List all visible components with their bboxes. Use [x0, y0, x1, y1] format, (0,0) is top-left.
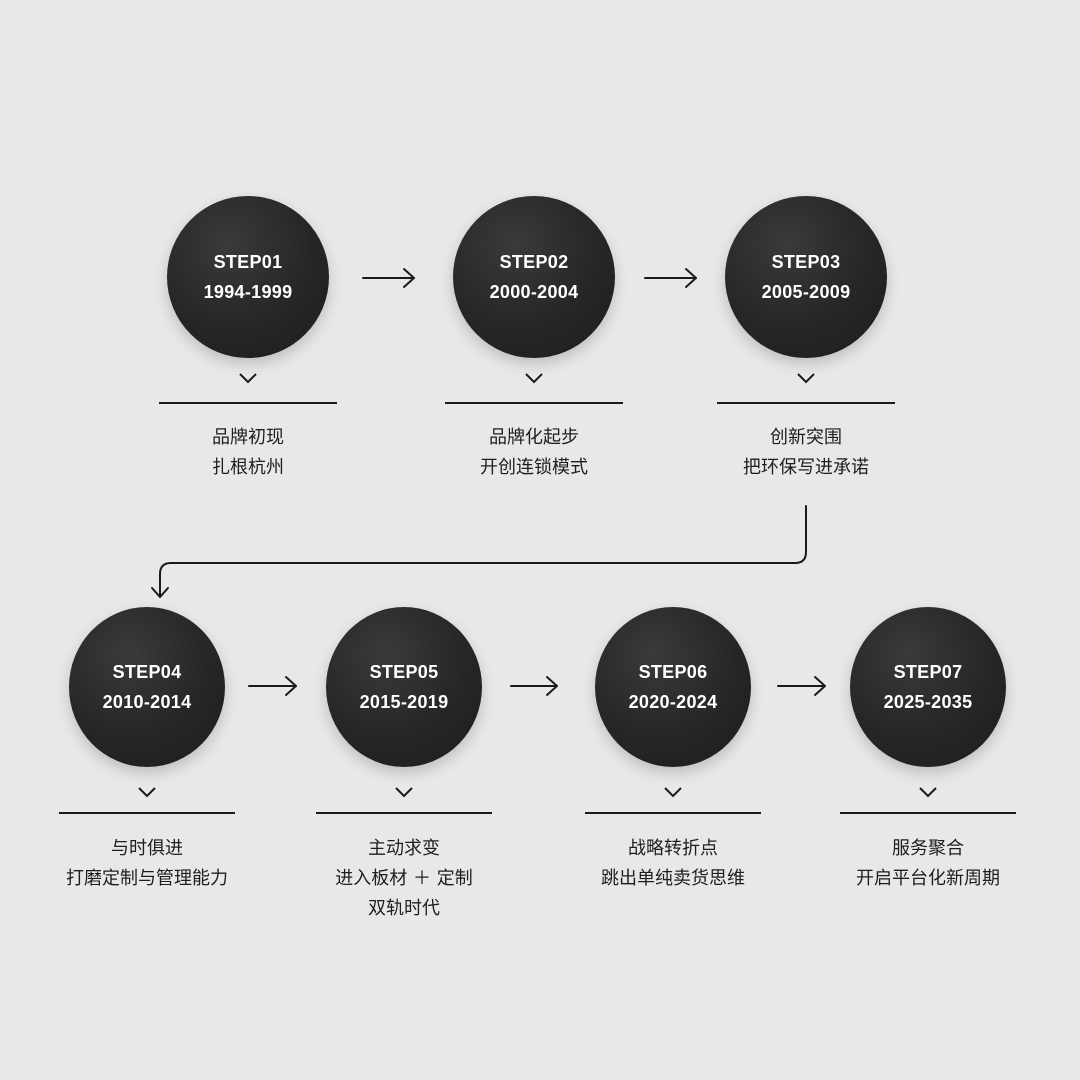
chevron-down-icon — [138, 787, 156, 798]
description-line: 开启平台化新周期 — [856, 868, 1000, 889]
description-line: 创新突围 — [770, 427, 842, 448]
step-label: STEP02 — [499, 252, 569, 272]
step-years: 2015-2019 — [359, 692, 449, 712]
step-years: 2025-2035 — [883, 692, 973, 712]
step-circle: STEP07 2025-2035 — [850, 607, 1006, 767]
step-description: 服务聚合 开启平台化新周期 — [808, 834, 1048, 894]
step-years: 2000-2004 — [489, 282, 579, 302]
step-circle: STEP04 2010-2014 — [69, 607, 225, 767]
step-circle: STEP05 2015-2019 — [326, 607, 482, 767]
divider — [717, 402, 895, 404]
divider — [59, 812, 235, 814]
step-circle: STEP06 2020-2024 — [595, 607, 751, 767]
step-years: 2005-2009 — [761, 282, 851, 302]
step-years: 1994-1999 — [203, 282, 293, 302]
step-label: STEP04 — [112, 662, 182, 682]
chevron-down-icon — [525, 373, 543, 384]
description-line: 品牌化起步 — [489, 427, 579, 448]
description-line: 把环保写进承诺 — [743, 457, 869, 478]
arrow-right-icon — [777, 676, 826, 696]
elbow-arrow-down-icon — [151, 505, 807, 598]
step-circle: STEP01 1994-1999 — [167, 196, 329, 358]
arrow-right-icon — [362, 268, 415, 288]
chevron-down-icon — [239, 373, 257, 384]
description-line: 战略转折点 — [628, 838, 718, 859]
description-line: 进入板材 ＋ 定制 — [335, 868, 473, 889]
step-label: STEP06 — [638, 662, 708, 682]
step-label: STEP01 — [213, 252, 283, 272]
step-description: 创新突围 把环保写进承诺 — [686, 423, 926, 483]
description-line: 双轨时代 — [368, 898, 440, 919]
divider — [316, 812, 492, 814]
description-line: 服务聚合 — [892, 838, 964, 859]
divider — [159, 402, 337, 404]
divider — [445, 402, 623, 404]
arrow-right-icon — [248, 676, 297, 696]
step-description: 与时俱进 打磨定制与管理能力 — [27, 834, 267, 894]
chevron-down-icon — [919, 787, 937, 798]
chevron-down-icon — [797, 373, 815, 384]
arrow-right-icon — [510, 676, 558, 696]
step-description: 品牌化起步 开创连锁模式 — [414, 423, 654, 483]
step-description: 战略转折点 跳出单纯卖货思维 — [553, 834, 793, 894]
step-label: STEP05 — [369, 662, 439, 682]
step-years: 2020-2024 — [628, 692, 718, 712]
description-line: 品牌初现 — [212, 427, 284, 448]
description-line: 开创连锁模式 — [480, 457, 588, 478]
divider — [585, 812, 761, 814]
description-line: 打磨定制与管理能力 — [66, 868, 228, 889]
arrow-right-icon — [644, 268, 697, 288]
step-label: STEP03 — [771, 252, 841, 272]
step-description: 品牌初现 扎根杭州 — [128, 423, 368, 483]
step-circle: STEP03 2005-2009 — [725, 196, 887, 358]
step-description: 主动求变 进入板材 ＋ 定制 双轨时代 — [284, 834, 524, 924]
step-label: STEP07 — [893, 662, 963, 682]
step-circle: STEP02 2000-2004 — [453, 196, 615, 358]
divider — [840, 812, 1016, 814]
chevron-down-icon — [664, 787, 682, 798]
description-line: 主动求变 — [368, 838, 440, 859]
description-line: 扎根杭州 — [212, 457, 284, 478]
description-line: 跳出单纯卖货思维 — [601, 868, 745, 889]
description-line: 与时俱进 — [111, 838, 183, 859]
chevron-down-icon — [395, 787, 413, 798]
step-years: 2010-2014 — [102, 692, 192, 712]
